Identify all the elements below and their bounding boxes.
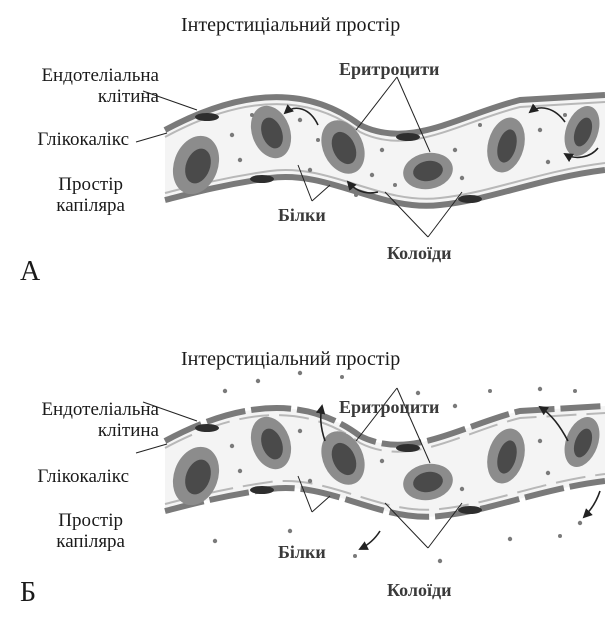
glycocalyx-label: Глікокалікс <box>37 467 129 488</box>
panel-a: Інтерстиціальний простір Ендотеліальна к… <box>0 0 605 311</box>
capillary-label-line2: капіляра <box>56 196 125 217</box>
glycocalyx-label: Глікокалікс <box>37 130 129 151</box>
endothelial-label-line1: Ендотеліальна <box>41 66 159 87</box>
capillary-lumen <box>165 95 605 206</box>
capillary-space-label: Простір капіляра <box>56 511 125 553</box>
colloids-label: Колоїди <box>387 244 452 264</box>
endothelial-nucleus <box>250 175 274 183</box>
endothelial-nucleus <box>396 444 420 452</box>
endothelial-label-line2: клітина <box>41 87 159 108</box>
leader-erythrocytes-1 <box>356 77 397 130</box>
erythrocytes-label: Еритроцити <box>339 398 439 418</box>
capillary-label-line1: Простір <box>56 175 125 196</box>
endothelial-nucleus <box>195 113 219 121</box>
panel-letter-a: А <box>20 256 40 288</box>
endothelial-nucleus <box>250 486 274 494</box>
endothelial-nucleus <box>195 424 219 432</box>
colloids-label: Колоїди <box>387 581 452 601</box>
leader-glycocalyx <box>136 444 167 453</box>
leak-arrow <box>360 531 380 549</box>
capillary-label-line2: капіляра <box>56 532 125 553</box>
capillary-lumen <box>165 406 605 517</box>
endothelial-nucleus <box>458 506 482 514</box>
endothelial-cell-label: Ендотеліальна клітина <box>41 66 159 108</box>
leader-proteins-2 <box>312 496 330 512</box>
capillary-diagram-a <box>0 0 605 311</box>
endothelial-label-line2: клітина <box>41 421 159 442</box>
leak-arrow <box>584 491 600 517</box>
endothelial-nucleus <box>458 195 482 203</box>
proteins-label: Білки <box>278 206 326 226</box>
leader-glycocalyx <box>136 133 167 142</box>
interstitial-space-title: Інтерстиціальний простір <box>181 14 400 36</box>
proteins-label: Білки <box>278 543 326 563</box>
leader-proteins-2 <box>312 185 330 201</box>
interstitial-space-title: Інтерстиціальний простір <box>181 348 400 370</box>
capillary-space-label: Простір капіляра <box>56 175 125 217</box>
endothelial-cell-label: Ендотеліальна клітина <box>41 400 159 442</box>
endothelial-nucleus <box>396 133 420 141</box>
panel-b: Інтерстиціальний простір Ендотеліальна к… <box>0 311 605 622</box>
capillary-label-line1: Простір <box>56 511 125 532</box>
endothelial-label-line1: Ендотеліальна <box>41 400 159 421</box>
erythrocytes-label: Еритроцити <box>339 60 439 80</box>
panel-letter-b: Б <box>20 577 36 609</box>
